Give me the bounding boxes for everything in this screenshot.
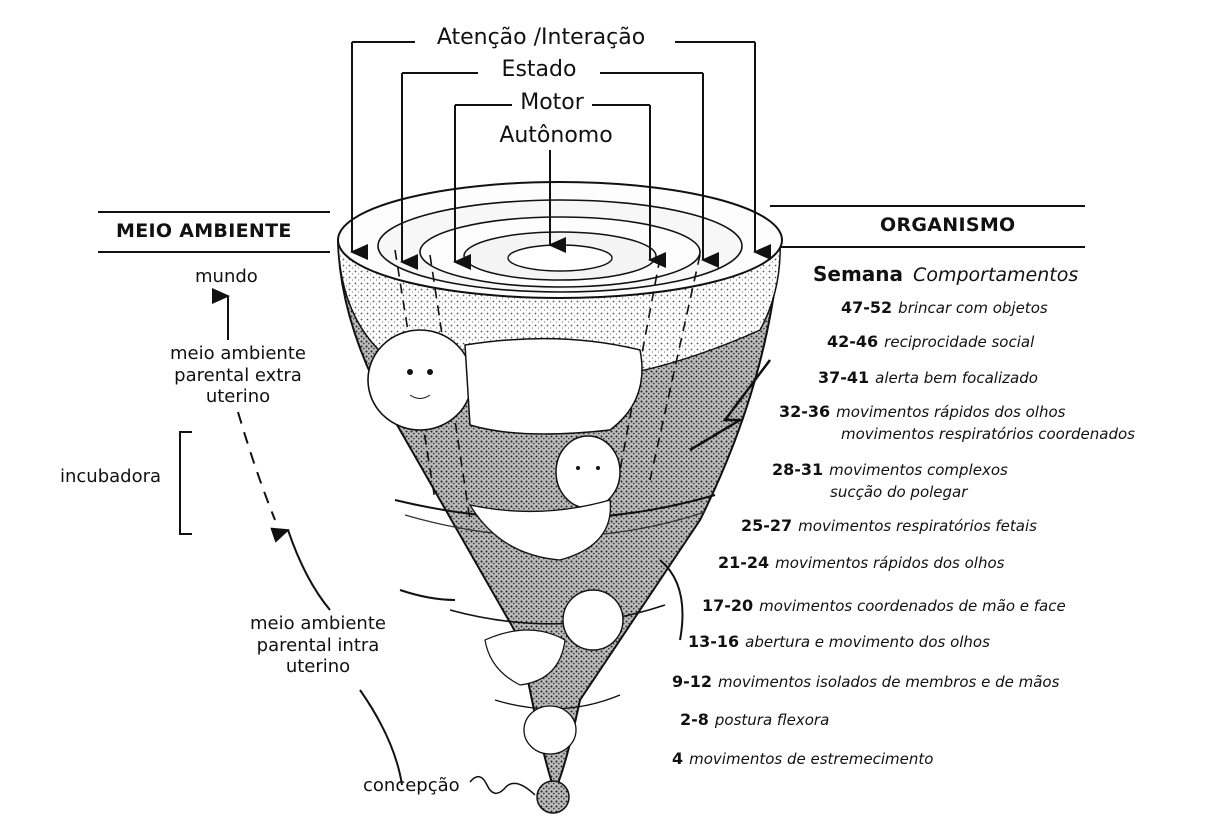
row-behavior: movimentos rápidos dos olhos [775, 554, 1004, 572]
row-behavior: movimentos de estremecimento [689, 750, 933, 768]
row-week: 32-36 [779, 402, 830, 421]
week-column-header: Semana [813, 262, 903, 286]
row-behavior: postura flexora [715, 711, 829, 729]
row-behavior: movimentos respiratórios fetais [798, 517, 1037, 535]
row-week: 42-46 [827, 332, 878, 351]
row-25-27: 25-27 movimentos respiratórios fetais [741, 516, 1037, 535]
conception-cell [537, 781, 569, 813]
infant-large [368, 330, 642, 434]
row-week: 9-12 [672, 672, 712, 691]
row-2-8: 2-8 postura flexora [680, 710, 829, 729]
row-32-36: 32-36 movimentos rápidos dos olhos movime… [779, 402, 1135, 443]
row-behavior: movimentos rápidos dos olhos [836, 403, 1065, 421]
label-motor: Motor [516, 92, 588, 114]
intra-uterine-label: meio ambiente parental intra uterino [238, 613, 398, 678]
row-behavior: movimentos isolados de membros e de mãos [718, 673, 1059, 691]
row-9-12: 9-12 movimentos isolados de membros e de … [672, 672, 1059, 691]
row-behavior: alerta bem focalizado [875, 369, 1038, 387]
row-behavior: brincar com objetos [898, 299, 1048, 317]
row-week: 47-52 [841, 298, 892, 317]
row-42-46: 42-46 reciprocidade social [827, 332, 1034, 351]
table-header: Semana Comportamentos [813, 264, 1078, 285]
row-behavior: movimentos complexos [829, 461, 1008, 479]
label-autonomic: Autônomo [495, 125, 616, 147]
row-week: 2-8 [680, 710, 709, 729]
row-week: 28-31 [772, 460, 823, 479]
conception-squiggle [470, 777, 535, 795]
row-behavior-2: sucção do polegar [830, 483, 1008, 501]
incubator-label: incubadora [60, 468, 161, 486]
row-behavior: movimentos coordenados de mão e face [759, 597, 1066, 615]
world-label: mundo [195, 268, 258, 286]
row-21-24: 21-24 movimentos rápidos dos olhos [718, 553, 1004, 572]
environment-header: MEIO AMBIENTE [116, 222, 292, 241]
row-behavior-2: movimentos respiratórios coordenados [841, 425, 1135, 443]
label-attention-interaction: Atenção /Interação [433, 27, 649, 49]
row-4: 4 movimentos de estremecimento [672, 749, 933, 768]
row-37-41: 37-41 alerta bem focalizado [818, 368, 1038, 387]
ring-inner [508, 245, 612, 271]
row-47-52: 47-52 brincar com objetos [841, 298, 1048, 317]
behaviors-column-header: Comportamentos [913, 264, 1078, 286]
extra-uterine-label: meio ambiente parental extra uterino [158, 343, 318, 408]
row-week: 13-16 [688, 632, 739, 651]
row-17-20: 17-20 movimentos coordenados de mão e fac… [702, 596, 1066, 615]
row-week: 21-24 [718, 553, 769, 572]
row-week: 4 [672, 749, 683, 768]
embryo [524, 706, 576, 754]
row-behavior: abertura e movimento dos olhos [745, 633, 990, 651]
row-week: 17-20 [702, 596, 753, 615]
row-week: 25-27 [741, 516, 792, 535]
row-week: 37-41 [818, 368, 869, 387]
row-28-31: 28-31 movimentos complexos sucção do pole… [772, 460, 1008, 501]
conception-label: concepção [363, 777, 460, 795]
label-state: Estado [498, 59, 581, 81]
row-behavior: reciprocidade social [884, 333, 1034, 351]
incubator-bracket [180, 432, 192, 534]
organism-header: ORGANISMO [880, 216, 1016, 235]
row-13-16: 13-16 abertura e movimento dos olhos [688, 632, 990, 651]
